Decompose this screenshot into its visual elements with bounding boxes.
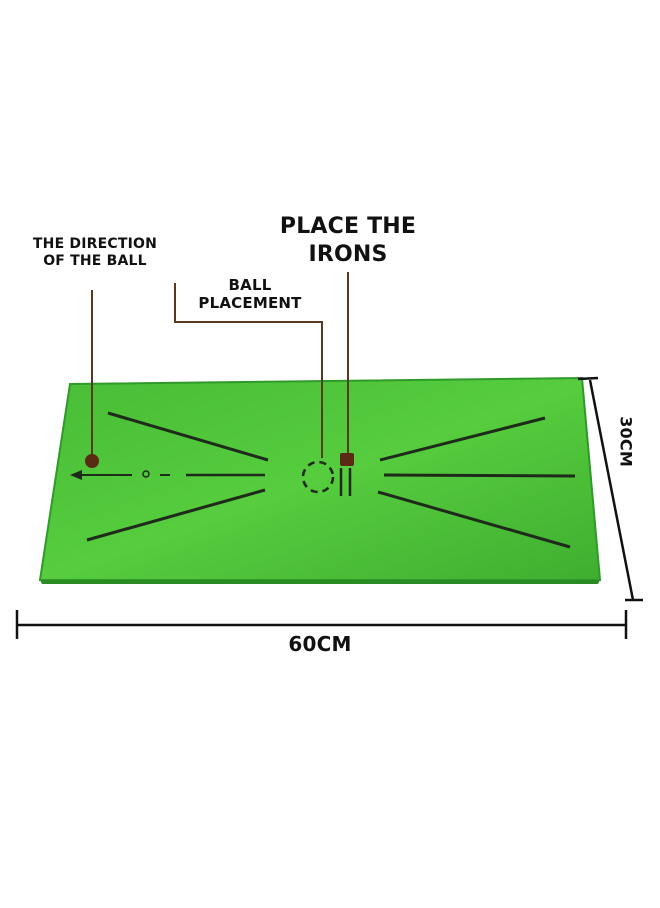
- ball-placement-circle: [301, 460, 335, 494]
- practice-mat: [38, 376, 602, 581]
- width-dimension-label: 30CM: [616, 416, 636, 467]
- left-guide-line-bottom: [86, 488, 266, 542]
- ball-label-line2: PLACEMENT: [198, 294, 302, 312]
- direction-label-line2: OF THE BALL: [43, 252, 147, 269]
- irons-pointer-marker: [340, 453, 354, 466]
- direction-label-line1: THE DIRECTION: [32, 236, 158, 252]
- width-tick-top: [577, 376, 599, 381]
- ball-label-line1: BALL: [228, 276, 272, 294]
- width-dimension-line: [588, 379, 635, 601]
- right-guide-line-bottom: [377, 490, 571, 549]
- irons-label-line1: PLACE THE: [279, 214, 417, 239]
- direction-arrow-head: [70, 470, 82, 480]
- irons-label-line2: IRONS: [308, 241, 388, 267]
- right-guide-line-middle: [383, 473, 576, 478]
- length-dimension-label: 60CM: [288, 632, 352, 656]
- direction-pointer-dot: [85, 454, 99, 468]
- right-guide-line-top: [379, 416, 546, 462]
- direction-of-ball-label: THE DIRECTION OF THE BALL: [20, 236, 170, 270]
- ball-pointer-line: [174, 283, 323, 458]
- left-guide-line-top: [107, 411, 269, 462]
- place-irons-label: PLACE THE IRONS: [268, 213, 428, 268]
- ball-placement-label: BALL PLACEMENT: [180, 276, 320, 312]
- mat-shadow-edge: [40, 580, 600, 584]
- center-dot-marker: [142, 470, 150, 478]
